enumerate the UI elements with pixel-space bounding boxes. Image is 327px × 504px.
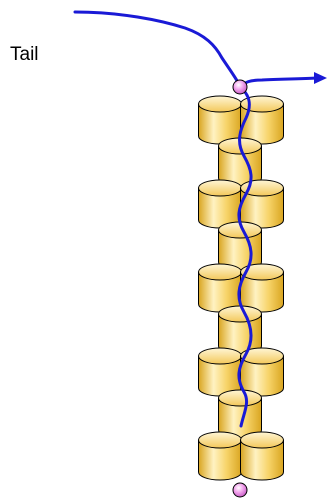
bead-single [218, 221, 262, 271]
working-thread [237, 85, 253, 428]
bead-pair-right [240, 431, 284, 481]
stop-bead-top [232, 79, 248, 95]
stop-bead-bottom [232, 482, 248, 498]
bead-single [218, 389, 262, 439]
bead-single [218, 305, 262, 355]
bead-pair-left [198, 431, 242, 481]
tail-label: Tail [10, 44, 39, 65]
bead-pair-left [198, 179, 242, 229]
bead-pair-left [198, 347, 242, 397]
bead-pair-right [240, 95, 284, 145]
needle-thread [238, 76, 319, 89]
bead-pair-left [198, 263, 242, 313]
bead-pair-right [240, 347, 284, 397]
bead-pair-left [198, 95, 242, 145]
bead-pair-right [240, 263, 284, 313]
tail-thread [73, 10, 242, 88]
bead-pair-right [240, 179, 284, 229]
arrowhead-icon [314, 72, 327, 84]
